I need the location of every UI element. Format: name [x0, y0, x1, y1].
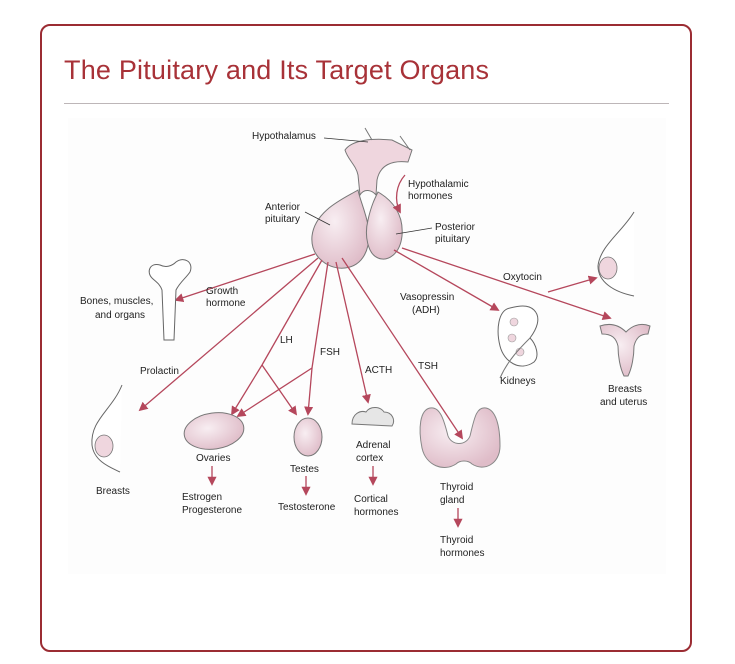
oxytocin-uterus-arrow — [401, 247, 612, 320]
lh-arrow-ovaries — [231, 364, 263, 416]
cortical-hormones-1: Cortical — [354, 494, 388, 505]
tsh-arrow — [341, 257, 464, 440]
femur-bone-icon — [148, 259, 192, 341]
cortical-hormones-2: hormones — [354, 507, 398, 518]
page-title: The Pituitary and Its Target Organs — [64, 55, 490, 85]
posterior-pituitary-label-2: pituitary — [435, 234, 470, 245]
lh-arrow-stem — [261, 259, 323, 366]
hypothalamus-label: Hypothalamus — [252, 131, 316, 142]
vasopressin-arrow — [393, 249, 500, 311]
kidneys-label: Kidneys — [500, 376, 536, 387]
kidney-icon — [497, 305, 539, 379]
breasts-label: Breasts — [96, 486, 130, 497]
breast-icon — [91, 384, 123, 473]
posterior-pituitary-leader — [395, 227, 433, 235]
adrenal-icon — [351, 407, 395, 427]
fsh-arrow-testes — [304, 367, 314, 416]
acth-arrow — [335, 261, 371, 404]
thyroid-hormones-1: Thyroid — [440, 535, 473, 546]
uterus-icon — [599, 323, 651, 377]
hypothalamic-hormones-label-1: Hypothalamic — [408, 179, 469, 190]
pituitary-diagram: Hypothalamus Hypothalamic hormones Anter… — [68, 118, 666, 574]
hypothalamic-hormones-arrow — [392, 174, 406, 214]
testis-icon — [293, 417, 323, 457]
breasts-uterus-label-2: and uterus — [600, 397, 647, 408]
breasts-uterus-label-1: Breasts — [608, 384, 642, 395]
ovary-hormone-2: Progesterone — [182, 505, 242, 516]
prolactin-label: Prolactin — [140, 366, 179, 377]
breast-icon — [597, 211, 635, 297]
thyroid-gland-label-1: Thyroid — [440, 482, 473, 493]
growth-hormone-arrow — [174, 253, 316, 303]
anterior-pituitary-label-1: Anterior — [265, 202, 301, 213]
bones-label-2: and organs — [95, 310, 145, 321]
ovary-icon — [183, 412, 245, 450]
prolactin-arrow — [138, 257, 319, 412]
ovaries-label: Ovaries — [196, 453, 230, 464]
acth-label: ACTH — [365, 365, 392, 376]
pituitary-icon — [311, 127, 413, 269]
oxytocin-breast-arrow — [547, 275, 598, 293]
title-divider — [64, 103, 669, 104]
thyroid-gland-label-2: gland — [440, 495, 464, 506]
adrenal-label-2: cortex — [356, 453, 383, 464]
fsh-label: FSH — [320, 347, 340, 358]
oxytocin-label: Oxytocin — [503, 272, 542, 283]
anterior-pituitary-leader — [304, 211, 331, 226]
testes-label: Testes — [290, 464, 319, 475]
fsh-arrow-ovaries — [236, 367, 313, 417]
ovary-hormone-1: Estrogen — [182, 492, 222, 503]
vasopressin-label-1: Vasopressin — [400, 292, 454, 303]
testosterone-label: Testosterone — [278, 502, 336, 513]
posterior-pituitary-label-1: Posterior — [435, 222, 476, 233]
vasopressin-label-2: (ADH) — [412, 305, 440, 316]
hypothalamic-hormones-label-2: hormones — [408, 191, 452, 202]
anterior-pituitary-label-2: pituitary — [265, 214, 300, 225]
lh-label: LH — [280, 335, 293, 346]
growth-hormone-label-1: Growth — [206, 286, 238, 297]
growth-hormone-label-2: hormone — [206, 298, 246, 309]
adrenal-label-1: Adrenal — [356, 440, 390, 451]
hypothalamus-leader — [323, 137, 369, 143]
thyroid-icon — [419, 407, 501, 468]
bones-label-1: Bones, muscles, — [80, 296, 153, 307]
fsh-arrow-stem — [311, 261, 329, 369]
thyroid-hormones-2: hormones — [440, 548, 484, 559]
tsh-label: TSH — [418, 361, 438, 372]
